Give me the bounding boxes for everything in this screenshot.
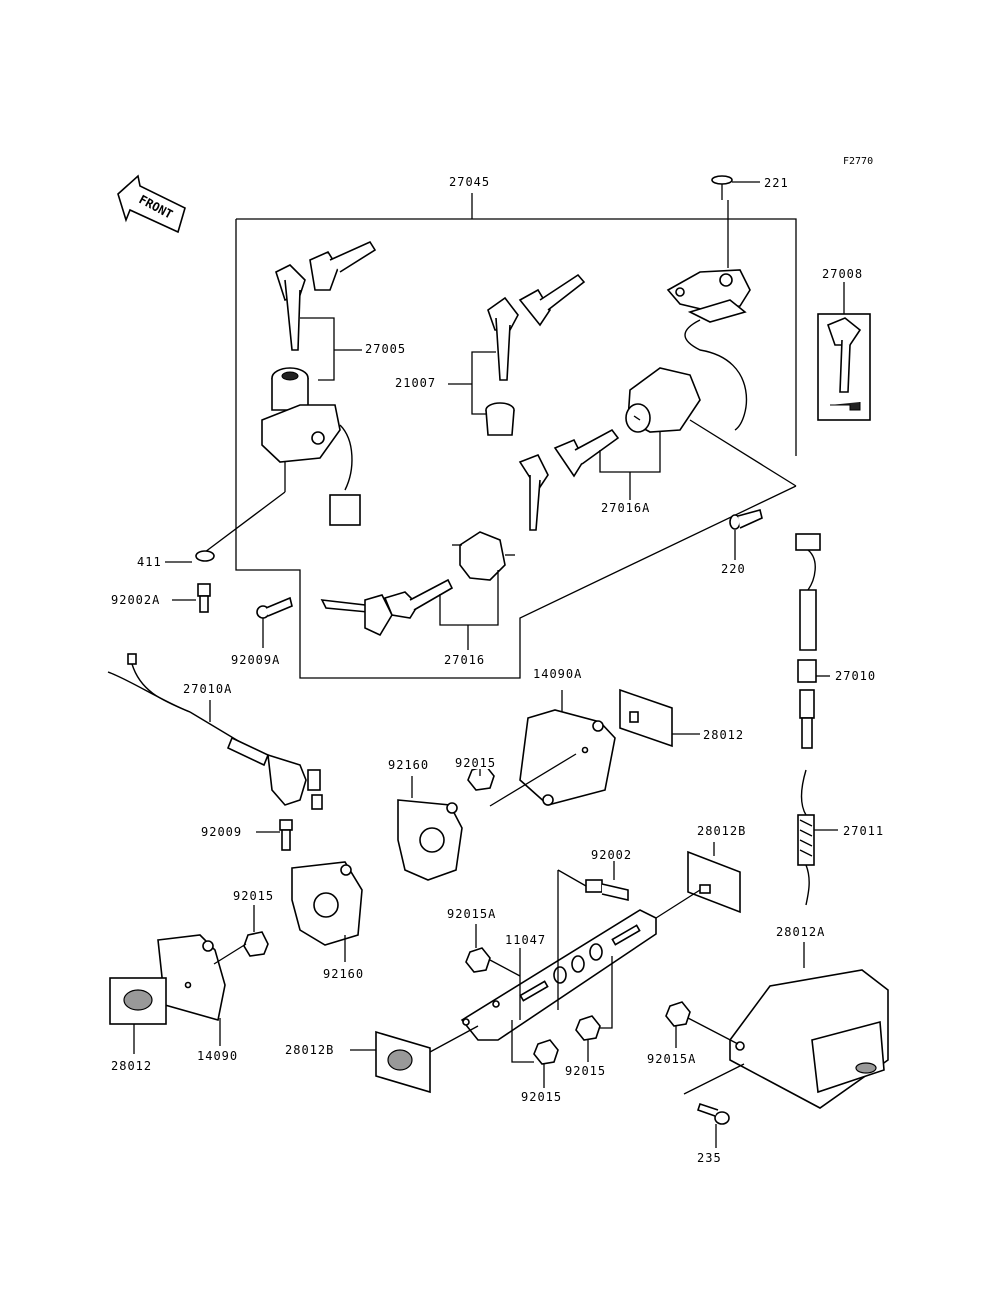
label-92160-upper: 92160 xyxy=(387,758,431,772)
nut-92015-bottom-a xyxy=(511,1020,559,1088)
bracket-11047 xyxy=(460,870,657,1041)
assembly-outline xyxy=(235,193,797,679)
plate-92160-upper xyxy=(397,776,463,881)
label-92015A-a: 92015A xyxy=(446,907,498,921)
label-92160-lower: 92160 xyxy=(322,967,366,981)
switch-27010 xyxy=(795,533,830,749)
lock-27016 xyxy=(320,531,515,650)
bolt-92009 xyxy=(256,819,293,851)
label-14090: 14090 xyxy=(196,1049,240,1063)
label-27010A: 27010A xyxy=(182,682,234,696)
keys-27005 xyxy=(275,240,377,381)
label-235: 235 xyxy=(696,1151,723,1165)
reflector-28012-top xyxy=(619,688,700,748)
reflector-28012-bottom xyxy=(109,977,167,1054)
label-28012B-bottom: 28012B xyxy=(284,1043,336,1057)
label-411: 411 xyxy=(136,555,163,569)
label-28012-bottom: 28012 xyxy=(110,1059,154,1073)
bolt-92002 xyxy=(557,860,629,902)
label-28012A: 28012A xyxy=(775,925,827,939)
label-92015-upper: 92015 xyxy=(454,756,498,770)
label-92009A: 92009A xyxy=(230,653,282,667)
label-92015-bottom-a: 92015 xyxy=(520,1090,564,1104)
label-221: 221 xyxy=(763,176,790,190)
nut-92015-bottom-b xyxy=(575,956,613,1062)
seat-lock xyxy=(625,367,797,487)
bolt-92002A xyxy=(172,583,211,613)
screw-221 xyxy=(711,175,760,268)
label-27010: 27010 xyxy=(834,669,878,683)
keys-21007 xyxy=(448,273,586,436)
screw-235 xyxy=(683,1063,745,1148)
label-28012-top: 28012 xyxy=(702,728,746,742)
label-92002A: 92002A xyxy=(110,593,162,607)
screw-220 xyxy=(729,509,763,560)
label-27011: 27011 xyxy=(842,824,886,838)
ignition-switch xyxy=(204,367,361,553)
label-27005: 27005 xyxy=(364,342,408,356)
label-11047: 11047 xyxy=(504,933,548,947)
label-21007: 21007 xyxy=(394,376,438,390)
bracket-14090A xyxy=(489,690,616,807)
nut-92015A-a xyxy=(465,924,521,977)
screw-92009A xyxy=(256,596,293,648)
spring-27011 xyxy=(797,769,838,906)
lock-bracket xyxy=(666,269,751,431)
reflector-28012B-top xyxy=(655,842,741,919)
nut-92015-left xyxy=(243,905,269,957)
label-14090A: 14090A xyxy=(532,667,584,681)
label-27016A: 27016A xyxy=(600,501,652,515)
reflector-28012B-bottom xyxy=(350,1025,479,1094)
key-card-27008 xyxy=(817,282,871,421)
label-220: 220 xyxy=(720,562,747,576)
bracket-14090 xyxy=(157,934,247,1046)
keys-27016A xyxy=(518,428,661,531)
nut-92015A-b xyxy=(665,1001,739,1048)
label-27045: 27045 xyxy=(448,175,492,189)
switch-cable-27010A xyxy=(107,653,323,810)
label-92015A-b: 92015A xyxy=(646,1052,698,1066)
label-92015-left: 92015 xyxy=(232,889,276,903)
label-92009: 92009 xyxy=(200,825,244,839)
figure-code: F2770 xyxy=(842,156,875,168)
label-27008: 27008 xyxy=(821,267,865,281)
label-27016: 27016 xyxy=(443,653,487,667)
label-92002: 92002 xyxy=(590,848,634,862)
front-arrow-icon: FRONT xyxy=(117,174,186,234)
plate-92160-lower xyxy=(291,861,363,962)
label-28012B-top: 28012B xyxy=(696,824,748,838)
washer-411 xyxy=(165,550,215,563)
reflector-28012A xyxy=(729,942,889,1109)
label-92015-bottom-b: 92015 xyxy=(564,1064,608,1078)
